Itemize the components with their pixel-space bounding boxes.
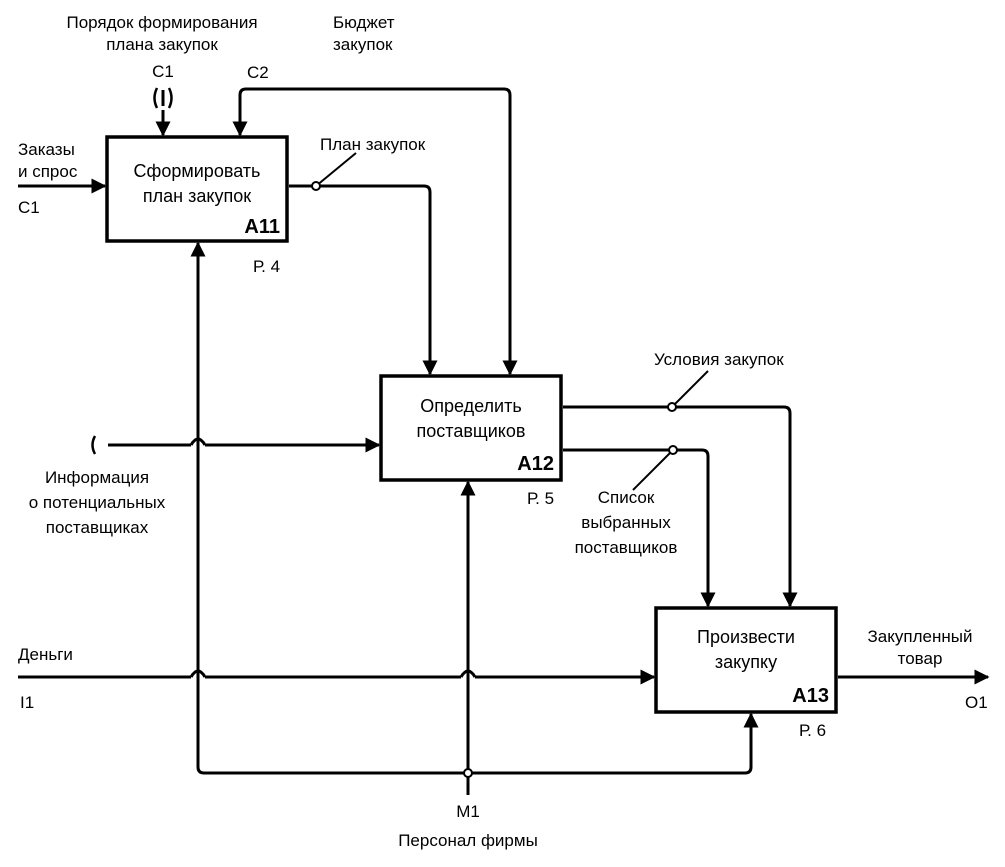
box-a13-title-line2: закупку: [715, 652, 777, 672]
flow-supplier-list-arrow[interactable]: [563, 445, 716, 608]
box-a11-title-line2: план закупок: [143, 186, 251, 206]
control-c1-label-line2: плана закупок: [106, 35, 218, 54]
input-orders-label-line1: Заказы: [18, 140, 75, 159]
input-suppliers-info-arrow[interactable]: [91, 435, 381, 455]
box-a12-title-line1: Определить: [420, 396, 521, 416]
input-suppliers-info-label-line1: Информация: [45, 468, 149, 487]
box-a13-ref: Р. 6: [799, 721, 826, 740]
flow-supplier-list-label-line1: Список: [598, 488, 655, 507]
box-a12-ref: Р. 5: [527, 489, 554, 508]
box-a13-title-line1: Произвести: [697, 627, 795, 647]
output-o1-label-line2: товар: [898, 649, 943, 668]
control-c1-label-line1: Порядок формирования: [66, 13, 257, 32]
box-a11-ref: Р. 4: [253, 257, 280, 276]
control-c2-label-line2: закупок: [333, 35, 393, 54]
box-a11[interactable]: Сформировать план закупок A11: [105, 135, 289, 243]
input-suppliers-info-label-line3: поставщиках: [46, 518, 149, 537]
input-orders-code: C1: [18, 198, 40, 217]
flow-supplier-list-label-line2: выбранных: [581, 513, 671, 532]
mechanism-m1-label: Персонал фирмы: [398, 831, 538, 850]
box-a13-frame: [654, 606, 838, 714]
control-c2-label-line1: Бюджет: [333, 13, 395, 32]
box-a12-title-line2: поставщиков: [417, 421, 526, 441]
input-suppliers-info-label-line2: о потенциальных: [29, 493, 166, 512]
box-a13-id: A13: [792, 685, 829, 707]
input-money-code: I1: [20, 693, 34, 712]
control-c1-code: C1: [152, 62, 174, 81]
control-c2-arrow[interactable]: [232, 87, 518, 376]
flow-plan-label: План закупок: [320, 135, 426, 154]
box-a12-frame: [379, 374, 563, 482]
flow-supplier-list-label-line3: поставщиков: [575, 538, 678, 557]
box-a11-title-line1: Сформировать: [134, 161, 261, 181]
flow-conditions-arrow[interactable]: [563, 370, 798, 608]
control-c2-code: C2: [247, 63, 269, 82]
input-orders-label-line2: и спрос: [18, 162, 78, 181]
output-o1-label-line1: Закупленный: [868, 627, 973, 646]
box-a12[interactable]: Определить поставщиков A12: [379, 374, 563, 482]
input-money-label: Деньги: [18, 645, 73, 664]
input-money-arrow[interactable]: [18, 669, 656, 685]
box-a11-frame: [105, 135, 289, 243]
box-a12-id: A12: [517, 453, 554, 475]
mechanism-m1-code: M1: [456, 802, 480, 821]
mechanism-m1-arrow[interactable]: [190, 241, 759, 795]
control-c1-arrow[interactable]: [153, 87, 173, 137]
box-a11-id: A11: [244, 216, 280, 238]
output-o1-code: O1: [965, 693, 988, 712]
flow-conditions-label: Условия закупок: [654, 350, 784, 369]
box-a13[interactable]: Произвести закупку A13: [654, 606, 838, 714]
flow-plan-arrow[interactable]: [289, 152, 438, 376]
